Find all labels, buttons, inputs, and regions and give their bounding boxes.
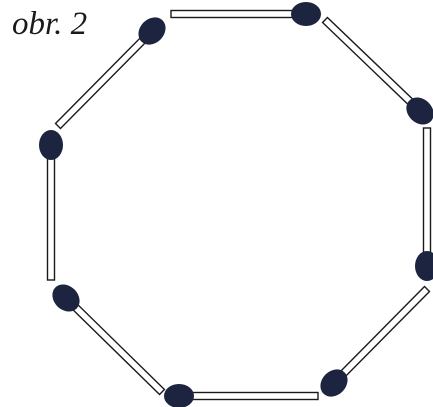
matchstick-stick — [323, 17, 419, 109]
matchstick — [164, 384, 318, 407]
matchstick — [415, 128, 433, 281]
matchstick-head — [415, 251, 433, 281]
matchstick-stick — [185, 393, 318, 400]
matchstick-stick — [424, 128, 431, 260]
matchstick — [171, 2, 321, 26]
matchstick — [317, 11, 433, 130]
matchstick-stick — [336, 287, 430, 382]
matchstick-head — [164, 384, 194, 407]
matchstick — [39, 130, 63, 280]
matchstick-stick — [171, 11, 300, 18]
matchstick-head — [39, 130, 63, 160]
matchstick-stick — [48, 151, 55, 280]
matchstick-stick — [68, 300, 165, 395]
matchstick — [315, 281, 433, 403]
matchstick-stick — [56, 33, 151, 129]
matchstick-head — [291, 2, 321, 26]
matchstick — [47, 279, 171, 401]
matchstick — [49, 12, 171, 135]
